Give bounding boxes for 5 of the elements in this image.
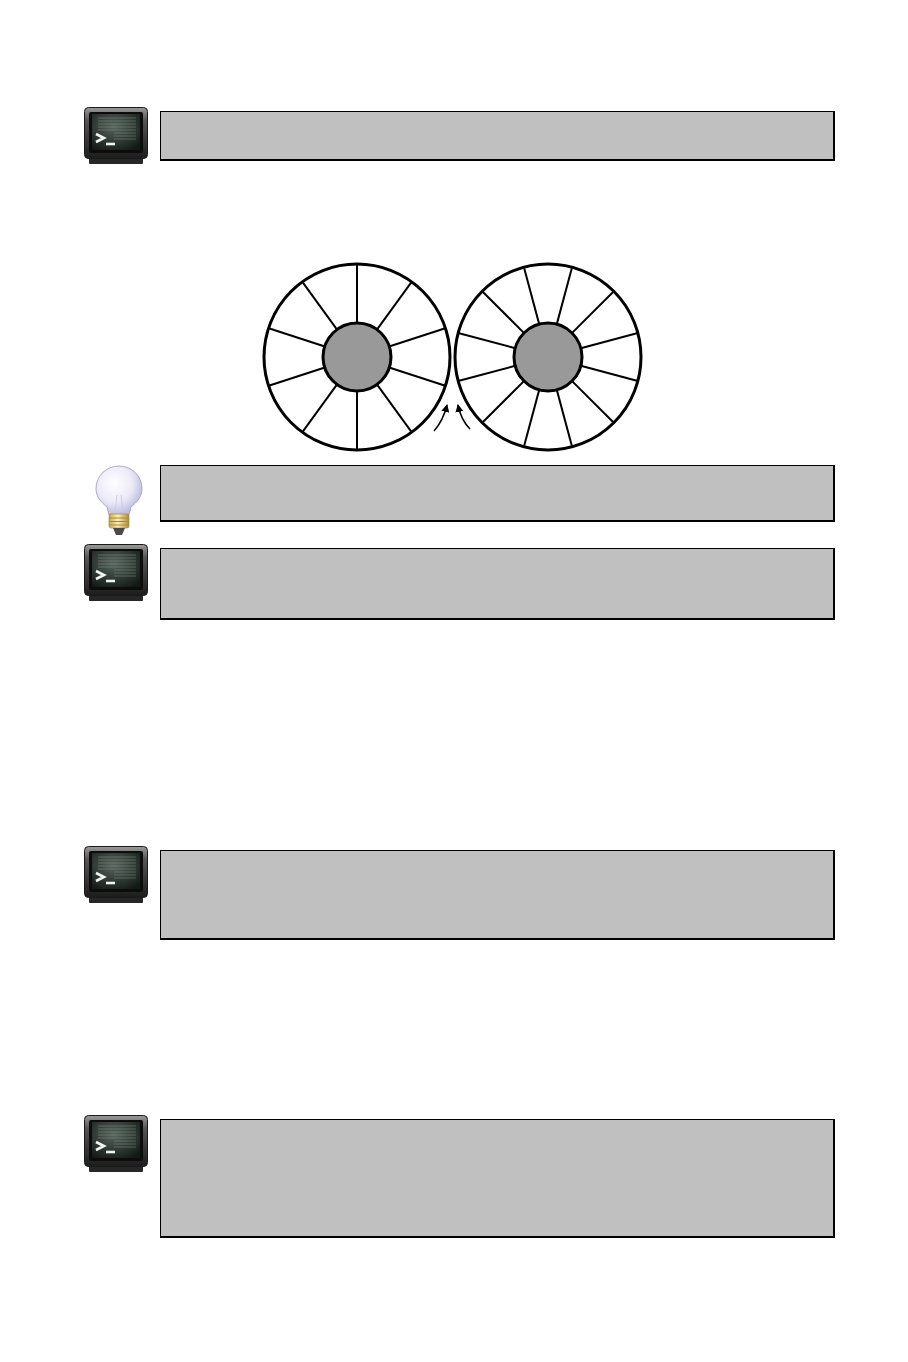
blank-panel: [160, 111, 835, 161]
blank-panel: [160, 548, 835, 620]
blank-panel: [160, 1119, 835, 1238]
blank-panel: [160, 850, 835, 940]
blank-panel: [160, 465, 835, 522]
